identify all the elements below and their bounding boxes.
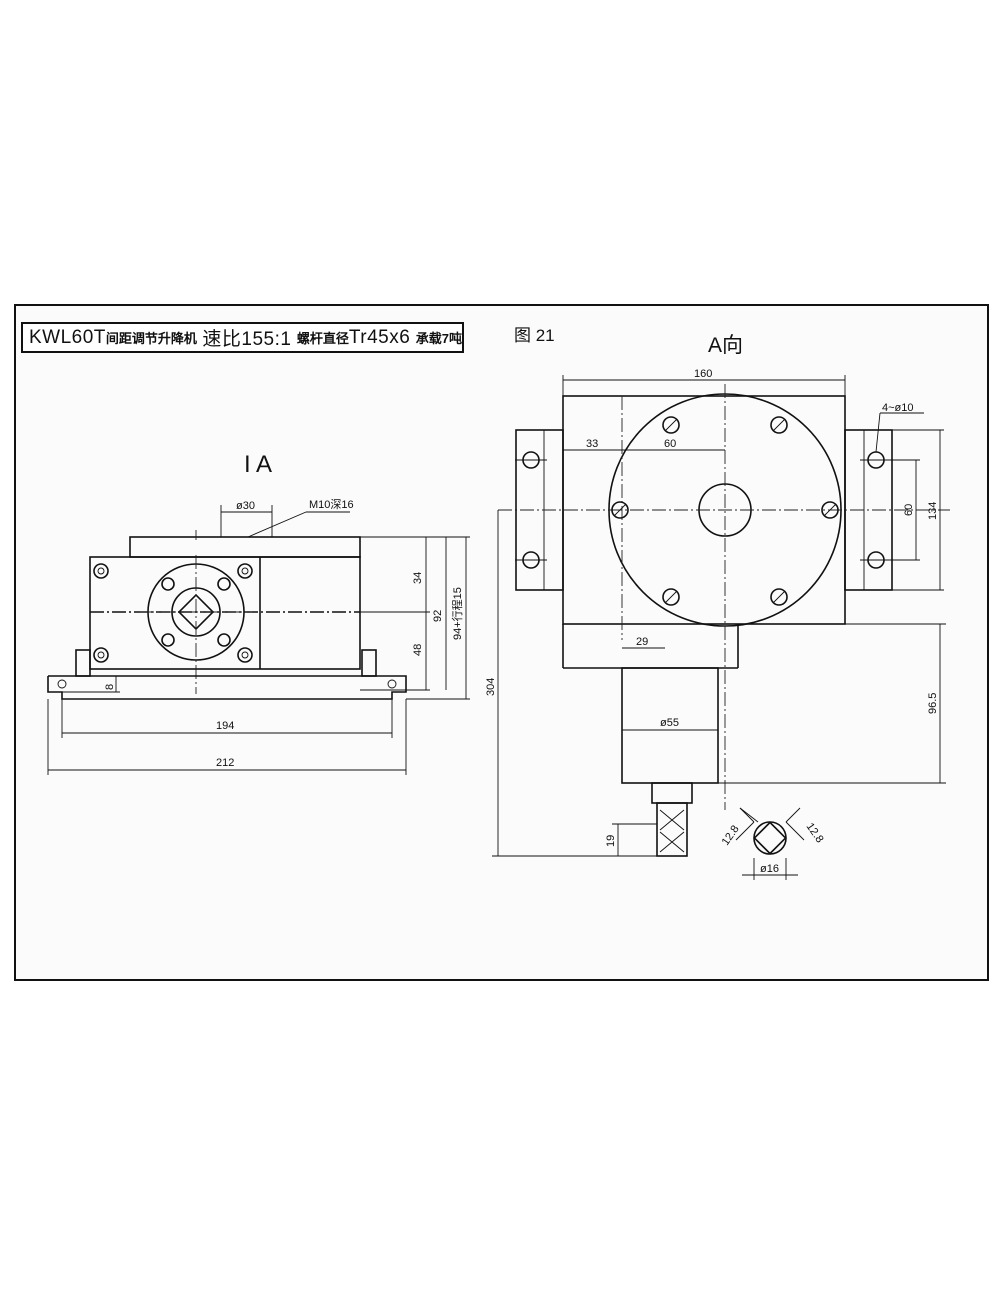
left-view: I A: [47, 451, 470, 775]
dim-end-length: 19: [605, 835, 617, 847]
flange-bolts: [161, 577, 231, 647]
dim-tube-length: 96.5: [927, 693, 939, 714]
dim-offset: 33: [586, 438, 598, 450]
dim-flange-offset: 60: [664, 438, 676, 450]
screw-value: Tr45x6: [348, 326, 411, 348]
right-view-label: A向: [708, 334, 743, 357]
figure-number: 图 21: [514, 326, 555, 345]
top-cover: [129, 536, 361, 558]
dim-width: 160: [694, 368, 712, 380]
dim-tube-dia: ø55: [660, 717, 679, 729]
dim-shaft-offset: 29: [636, 636, 648, 648]
dim-height: 134: [927, 502, 939, 520]
product-name: 间距调节升降机: [105, 331, 197, 346]
screw-label: 螺杆直径: [296, 331, 349, 346]
flange-bolt-holes: [611, 416, 839, 606]
square-end-detail: 12.8 12.8 ø16: [720, 807, 826, 880]
dim-hole-spacing: 60: [903, 504, 915, 516]
dim-top-height: 34: [412, 572, 424, 584]
dim-bottom-height: 48: [412, 644, 424, 656]
dim-thread: M10深16: [309, 498, 354, 511]
model-code: KWL60T: [29, 326, 106, 348]
base-plate: [47, 675, 407, 700]
speed-ratio: 速比155:1: [202, 329, 292, 350]
left-view-label: I A: [244, 451, 272, 478]
dim-shaft-dia: ø30: [236, 500, 255, 512]
gearbox-body: [89, 556, 361, 670]
load-rating: 承载7吨: [415, 331, 462, 346]
dim-end-dia: ø16: [760, 863, 779, 875]
corner-bolts: [93, 563, 253, 663]
title-block: KWL60T 间距调节升降机 速比155:1 螺杆直径 Tr45x6 承载7吨: [21, 322, 464, 353]
dim-holes: 4~ø10: [882, 402, 914, 414]
drawing-frame: [14, 304, 989, 981]
dim-bolt-span: 194: [216, 720, 234, 732]
right-view: A向 160: [485, 334, 950, 880]
dim-overall: 304: [485, 678, 497, 696]
dim-foot: 8: [104, 684, 116, 690]
mounting-holes: [515, 451, 920, 569]
dim-base-width: 212: [216, 757, 234, 769]
dim-square-a: 12.8: [720, 823, 742, 847]
dim-stroke-height: 94+行程15: [451, 587, 464, 640]
dim-square-b: 12.8: [804, 821, 826, 845]
dim-total-height: 92: [432, 610, 444, 622]
shaft-collar: [651, 782, 693, 804]
shaft-end: [656, 802, 688, 857]
